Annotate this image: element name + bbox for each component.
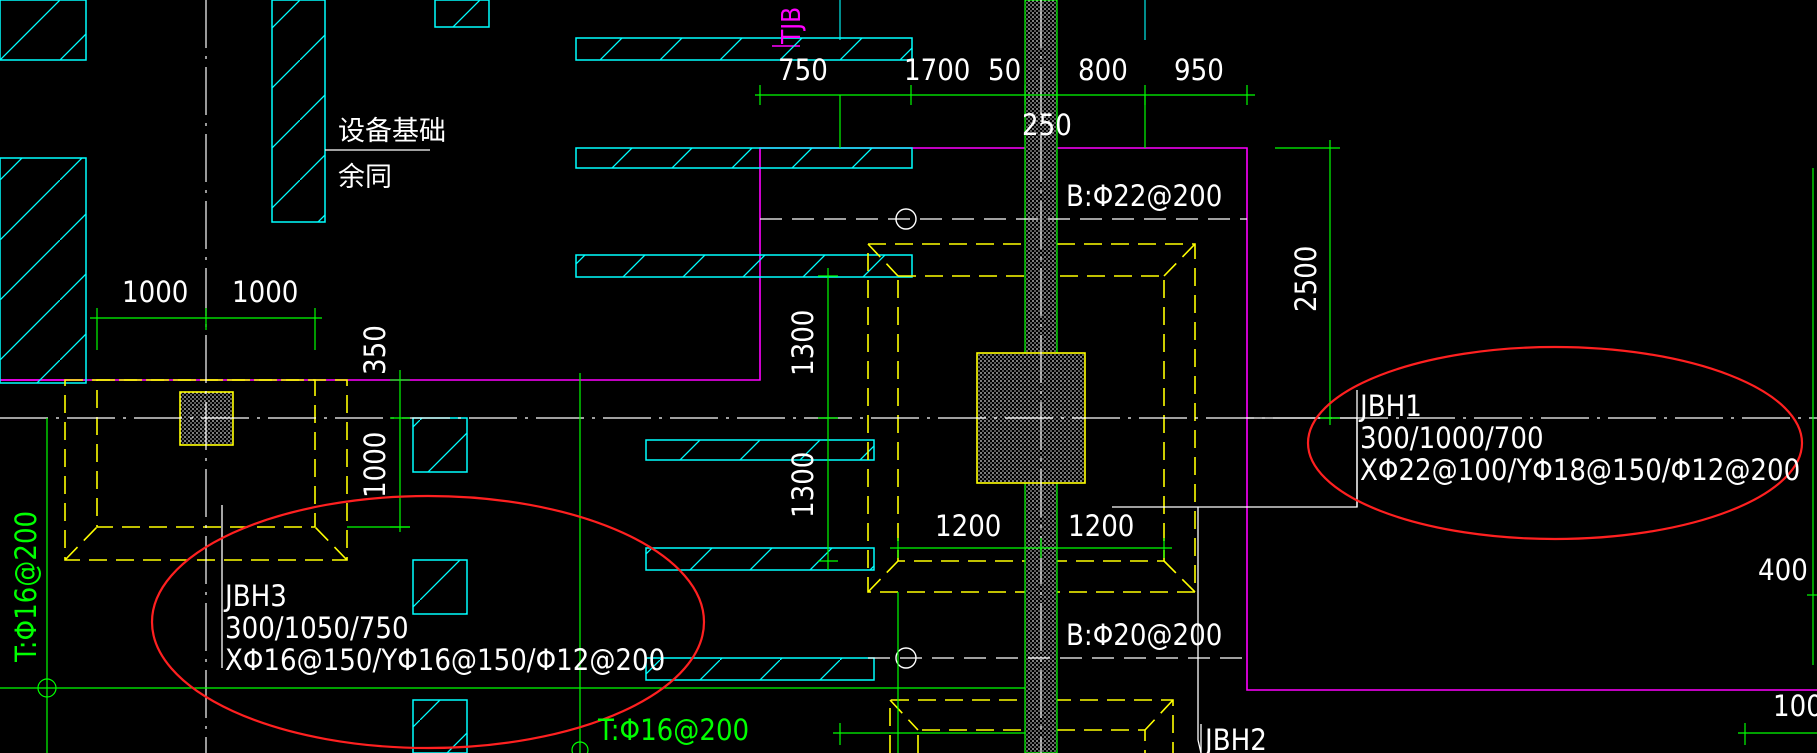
- dim-1300-a: 1300: [786, 310, 820, 376]
- jbh2-name: JBH2: [1203, 723, 1267, 753]
- equipment-foundation-label: 设备基础: [338, 116, 446, 147]
- t-left-rebar-label: T:Φ16@200: [9, 511, 43, 663]
- b-top-rebar-label: B:Φ22@200: [1066, 179, 1222, 213]
- dim-1000-a: 1000: [122, 275, 188, 309]
- dim-50: 50: [988, 53, 1021, 87]
- dim-800: 800: [1078, 53, 1128, 87]
- dim-1700: 1700: [904, 53, 970, 87]
- jbh1-size: 300/1000/700: [1360, 421, 1544, 455]
- dim-1300-b: 1300: [786, 452, 820, 518]
- dim-750: 750: [778, 53, 828, 87]
- dim-400: 400: [1758, 553, 1808, 587]
- dim-2500: 2500: [1289, 246, 1323, 312]
- dim-1200-a: 1200: [935, 509, 1001, 543]
- jbh3-name: JBH3: [223, 579, 287, 613]
- t-mid-rebar-label: T:Φ16@200: [597, 713, 749, 747]
- dim-1000-vertical: 1000: [358, 432, 392, 498]
- top-marker-label: TJB: [777, 7, 807, 45]
- cyan-hatched-elements: [0, 0, 913, 753]
- leader-lines: [221, 149, 1358, 753]
- dim-250: 250: [1022, 108, 1072, 142]
- dim-1200-b: 1200: [1068, 509, 1134, 543]
- dim-950: 950: [1174, 53, 1224, 87]
- cyan-thin-lines: [839, 0, 1146, 40]
- grid-dashed-lines: [760, 218, 1247, 659]
- jbh1-highlight: [1306, 345, 1804, 541]
- b-bottom-rebar-label: B:Φ20@200: [1066, 618, 1222, 652]
- others-same-label: 余同: [338, 162, 392, 193]
- dim-1000-b: 1000: [232, 275, 298, 309]
- jbh3-highlight: [150, 494, 706, 750]
- jbh1-name: JBH1: [1358, 389, 1422, 423]
- dim-350: 350: [358, 325, 392, 375]
- green-dimension-lines: [0, 85, 1817, 753]
- jbh3-size: 300/1050/750: [225, 611, 409, 645]
- grid-bubbles: [895, 208, 917, 669]
- jbh3-rebar: XΦ16@150/YΦ16@150/Φ12@200: [225, 643, 665, 677]
- dim-1000-right: 1000: [1773, 689, 1817, 723]
- jbh1-rebar: XΦ22@100/YΦ18@150/Φ12@200: [1360, 453, 1800, 487]
- red-highlight-ellipses: [150, 345, 1804, 750]
- annotations: TJB 设备基础 余同 750 1700 50 800 950 250 1000…: [9, 7, 1817, 753]
